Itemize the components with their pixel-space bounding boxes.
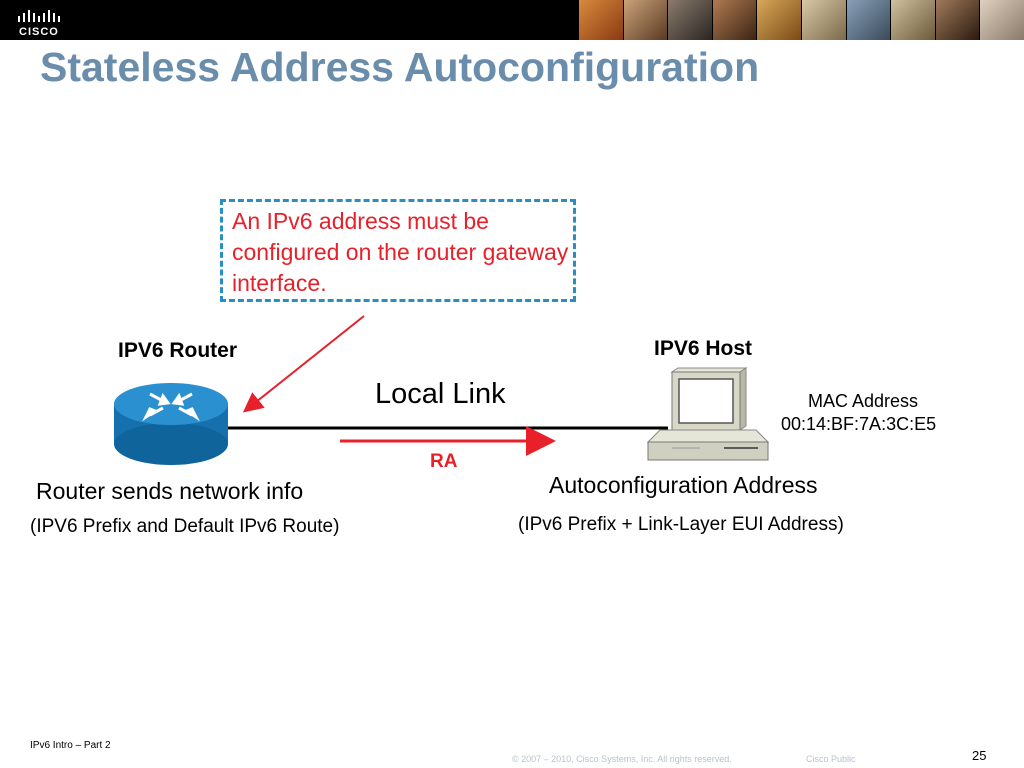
mac-address-value: 00:14:BF:7A:3C:E5: [781, 414, 937, 434]
footer-course: IPv6 Intro – Part 2: [30, 740, 111, 751]
footer-classification: Cisco Public: [806, 754, 856, 764]
header-photo-strip: [578, 0, 1024, 40]
cisco-bars-icon: [18, 10, 60, 22]
callout-box: [220, 199, 576, 302]
header-photo: [578, 0, 623, 40]
header-photo: [756, 0, 801, 40]
page-title: Stateless Address Autoconfiguration: [40, 44, 760, 90]
header-bar: CISCO: [0, 0, 1024, 40]
local-link-label: Local Link: [375, 378, 506, 410]
header-photo: [934, 0, 980, 40]
header-photo: [667, 0, 712, 40]
ra-label: RA: [430, 451, 458, 472]
router-label: IPV6 Router: [118, 339, 238, 362]
callout-text: An IPv6 address must be configured on th…: [232, 208, 569, 296]
host-computer-icon: [646, 367, 770, 461]
callout-arrow: [242, 315, 365, 413]
footer-copyright: © 2007 – 2010, Cisco Systems, Inc. All r…: [512, 754, 732, 764]
header-photo: [890, 0, 935, 40]
logo-text: CISCO: [19, 26, 59, 38]
router-subcaption: (IPV6 Prefix and Default IPv6 Route): [30, 516, 340, 537]
header-photo: [622, 0, 668, 40]
cisco-logo: CISCO: [8, 4, 68, 38]
header-photo: [979, 0, 1024, 40]
router-icon: [114, 383, 228, 465]
header-photo: [711, 0, 757, 40]
host-label: IPV6 Host: [654, 337, 753, 360]
host-subcaption: (IPv6 Prefix + Link-Layer EUI Address): [518, 514, 844, 535]
router-caption: Router sends network info: [36, 478, 304, 504]
page-number: 25: [972, 748, 987, 763]
header-photo: [845, 0, 891, 40]
mac-address-label: MAC Address: [808, 391, 919, 411]
host-caption: Autoconfiguration Address: [549, 472, 818, 498]
header-photo: [800, 0, 846, 40]
